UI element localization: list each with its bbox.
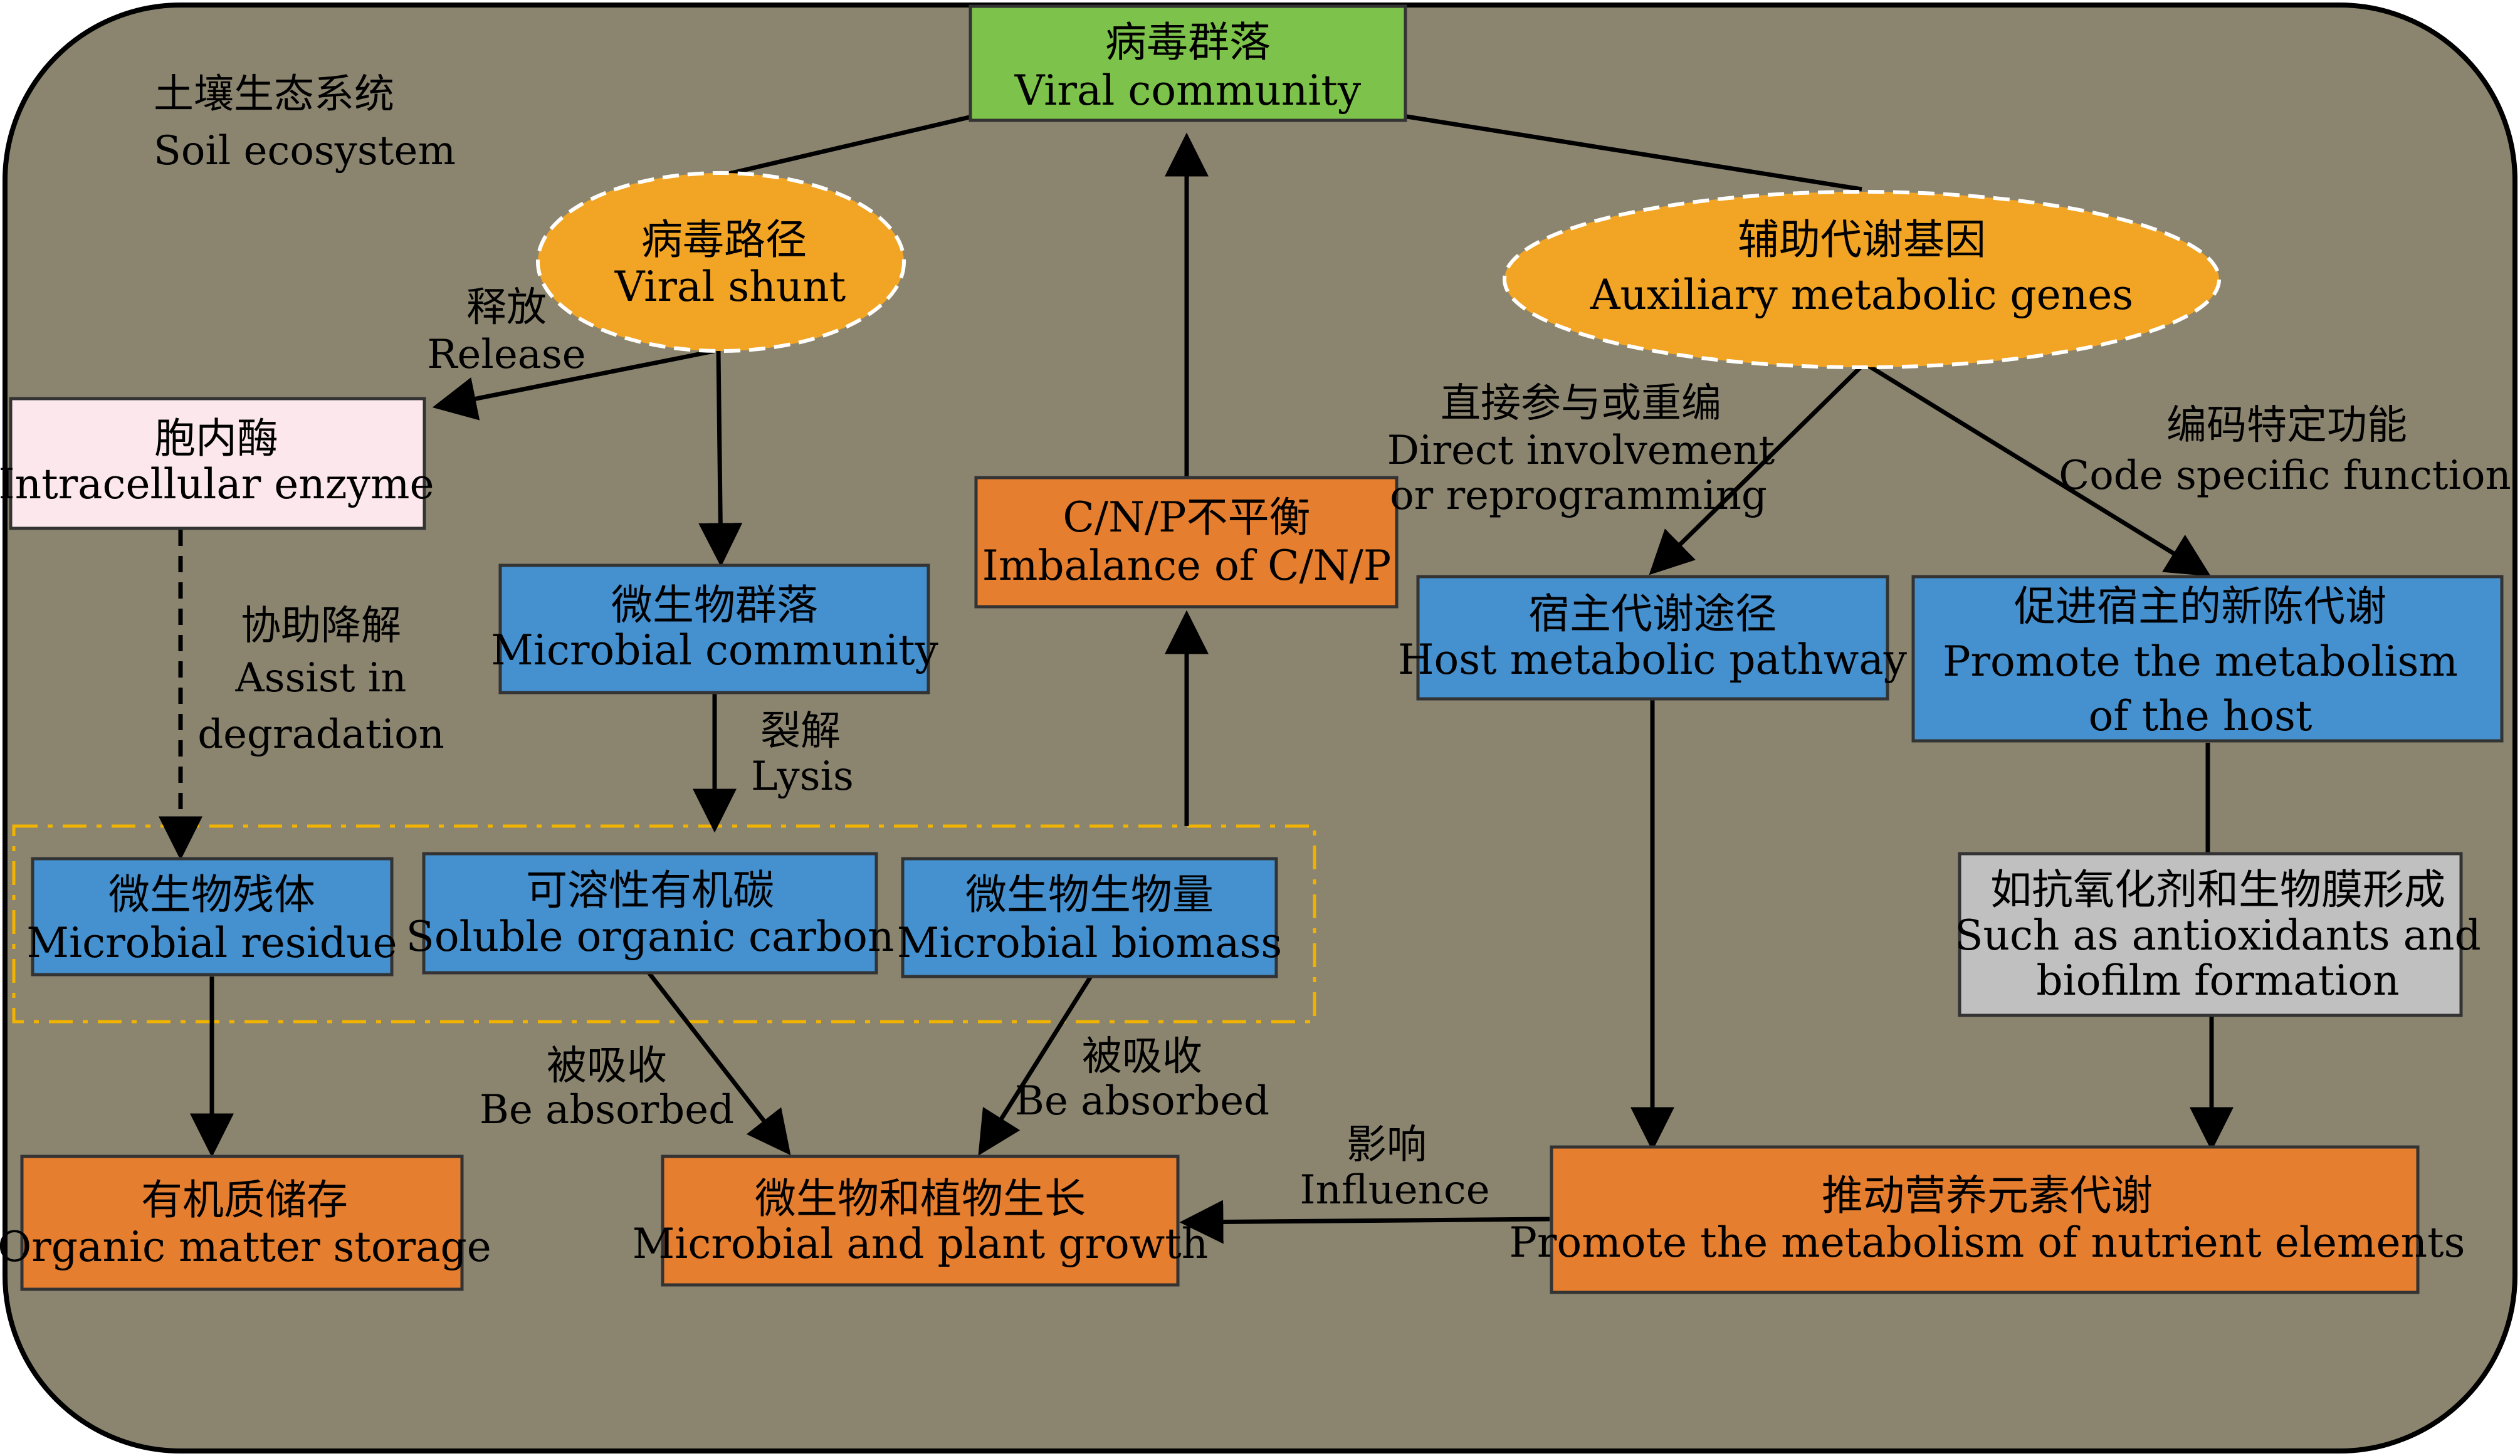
node-imbalance-cnp: C/N/P不平衡 Imbalance of C/N/P [974, 476, 1399, 609]
label-code-cn: 编码特定功能 [2166, 402, 2407, 449]
label-release-en: Release [427, 332, 585, 378]
node-enzyme-en: Intracellular enzyme [0, 460, 434, 508]
label-absorbed-left-en: Be absorbed [480, 1087, 734, 1133]
ecosystem-title-en: Soil ecosystem [154, 128, 456, 174]
label-absorbed-right-cn: 被吸收 [1082, 1034, 1202, 1080]
label-assist-cn: 协助降解 [241, 603, 401, 649]
node-promote-host-cn: 促进宿主的新陈代谢 [2014, 582, 2386, 631]
node-microbial-biomass: 微生物生物量 Microbial biomass [897, 857, 1283, 978]
node-amg-cn: 辅助代谢基因 [1738, 216, 1986, 264]
label-lysis-en: Lysis [751, 753, 854, 800]
node-host-pathway-en: Host metabolic pathway [1398, 636, 1908, 684]
node-storage-en: Organic matter storage [0, 1223, 491, 1271]
arrow-shunt-release [432, 348, 715, 421]
node-viral-shunt-en: Viral shunt [614, 263, 846, 311]
node-promote-host-en1: Promote the metabolism [1943, 637, 2458, 686]
node-biomass-en: Microbial biomass [897, 919, 1283, 967]
arrow-biomass-absorbed [978, 975, 1093, 1156]
line-viral-to-amg [1402, 113, 1862, 192]
node-antioxidants-cn: 如抗氧化剂和生物膜形成 [1990, 866, 2445, 914]
node-soluble-cn: 可溶性有机碳 [526, 866, 774, 914]
biomass-group-outline [12, 824, 1316, 1024]
node-antioxidants-en1: Such as antioxidants and [1955, 911, 2481, 960]
node-host-pathway-cn: 宿主代谢途径 [1528, 590, 1777, 638]
arrow-amg-direct [1649, 363, 1865, 575]
node-antioxidants-en2: biofilm formation [2036, 956, 2399, 1005]
node-imbalance-cn: C/N/P不平衡 [1063, 493, 1310, 542]
node-growth-cn: 微生物和植物生长 [755, 1175, 1086, 1223]
arrow-shunt-to-community [698, 350, 743, 567]
label-lysis-cn: 裂解 [760, 708, 841, 755]
node-antioxidants-biofilm: 如抗氧化剂和生物膜形成 Such as antioxidants and bio… [1955, 852, 2481, 1017]
node-viral-community: 病毒群落 Viral community [969, 4, 1407, 122]
node-microbial-community-cn: 微生物群落 [611, 581, 818, 629]
label-influence-cn: 影响 [1347, 1122, 1427, 1168]
label-influence-en: Influence [1299, 1167, 1489, 1213]
ecosystem-title-cn: 土壤生态系统 [154, 71, 394, 118]
node-microbial-plant-growth: 微生物和植物生长 Microbial and plant growth [633, 1155, 1209, 1287]
node-auxiliary-metabolic-genes: 辅助代谢基因 Auxiliary metabolic genes [1503, 190, 2221, 369]
node-nutrient-metabolism: 推动营养元素代谢 Promote the metabolism of nutri… [1509, 1145, 2465, 1294]
label-direct-cn: 直接参与或重编 [1441, 380, 1721, 427]
arrow-soluble-absorbed [647, 971, 791, 1156]
node-microbial-community-en: Microbial community [491, 626, 938, 674]
node-viral-community-en: Viral community [1014, 66, 1362, 115]
node-growth-en: Microbial and plant growth [633, 1220, 1209, 1268]
node-intracellular-enzyme: 胞内酶 Intracellular enzyme [0, 397, 434, 530]
node-nutrient-en: Promote the metabolism of nutrient eleme… [1509, 1218, 2465, 1267]
node-residue-cn: 微生物残体 [108, 871, 315, 919]
node-enzyme-cn: 胞内酶 [154, 414, 278, 463]
label-direct-en2: or reprogramming [1390, 473, 1767, 519]
node-viral-shunt: 病毒路径 Viral shunt [536, 171, 906, 353]
label-absorbed-right-en: Be absorbed [1015, 1078, 1269, 1124]
node-microbial-residue: 微生物残体 Microbial residue [26, 857, 397, 977]
node-storage-cn: 有机质储存 [141, 1176, 348, 1224]
arrow-amg-code [1866, 363, 2211, 577]
node-promote-host-metabolism: 促进宿主的新陈代谢 Promote the metabolism of the … [1911, 575, 2504, 743]
label-code-en: Code specific function [2059, 453, 2511, 499]
line-viral-to-shunt [720, 113, 975, 178]
node-organic-matter-storage: 有机质储存 Organic matter storage [0, 1155, 491, 1291]
node-viral-shunt-cn: 病毒路径 [641, 216, 807, 264]
node-residue-en: Microbial residue [26, 919, 397, 967]
node-microbial-community: 微生物群落 Microbial community [491, 563, 938, 694]
label-assist-en1: Assist in [235, 655, 407, 701]
node-soluble-organic-carbon: 可溶性有机碳 Soluble organic carbon [406, 852, 895, 975]
node-imbalance-en: Imbalance of C/N/P [982, 542, 1392, 590]
node-viral-community-cn: 病毒群落 [1105, 18, 1271, 66]
label-assist-en2: degradation [197, 711, 444, 758]
node-host-metabolic-pathway: 宿主代谢途径 Host metabolic pathway [1398, 575, 1908, 701]
arrow-influence [1179, 1200, 1550, 1244]
node-promote-host-en2: of the host [2089, 692, 2313, 740]
node-amg-en: Auxiliary metabolic genes [1590, 271, 2133, 319]
label-absorbed-left-cn: 被吸收 [547, 1043, 667, 1089]
node-soluble-en: Soluble organic carbon [406, 913, 895, 961]
node-nutrient-cn: 推动营养元素代谢 [1822, 1171, 2153, 1220]
label-release-cn: 释放 [466, 285, 547, 331]
node-biomass-cn: 微生物生物量 [965, 871, 1214, 919]
label-direct-en1: Direct involvement [1387, 427, 1775, 474]
